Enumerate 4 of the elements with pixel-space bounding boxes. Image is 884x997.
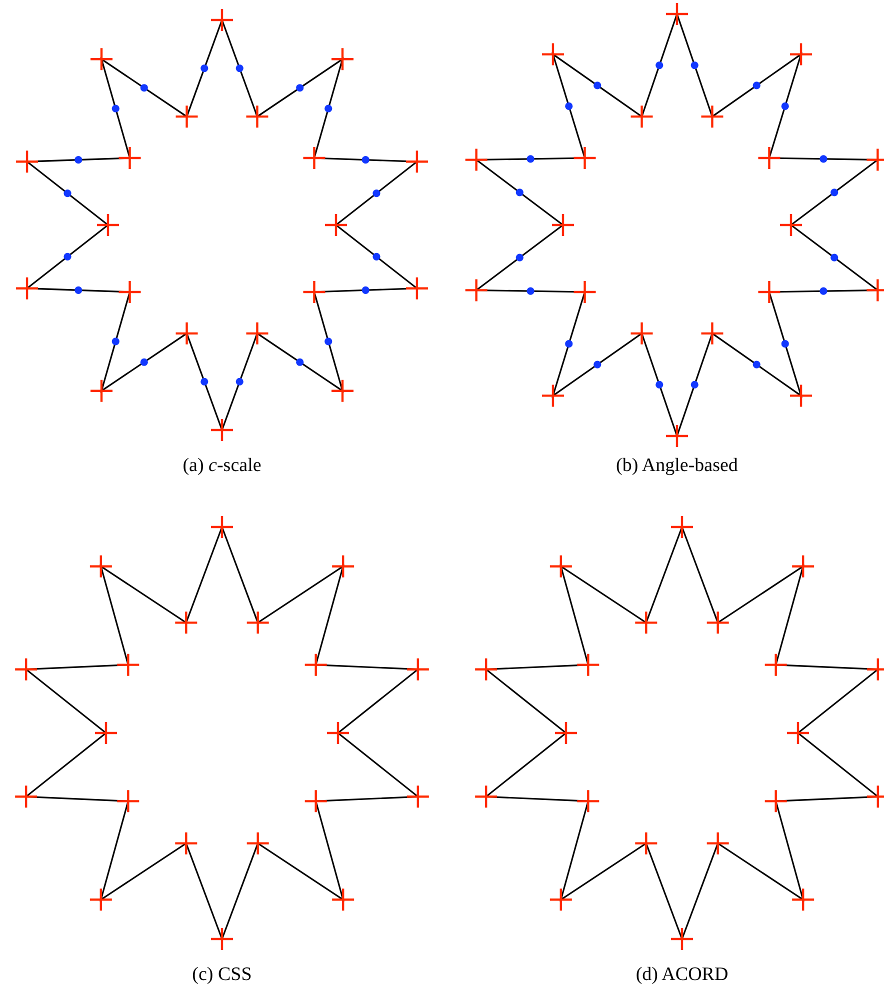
panel-caption: (a) c-scale [182,455,262,477]
panel-caption: (c) CSS [192,964,252,986]
panel-caption: (d) ACORD [636,964,728,986]
panel-caption: (b) Angle-based [616,455,738,477]
